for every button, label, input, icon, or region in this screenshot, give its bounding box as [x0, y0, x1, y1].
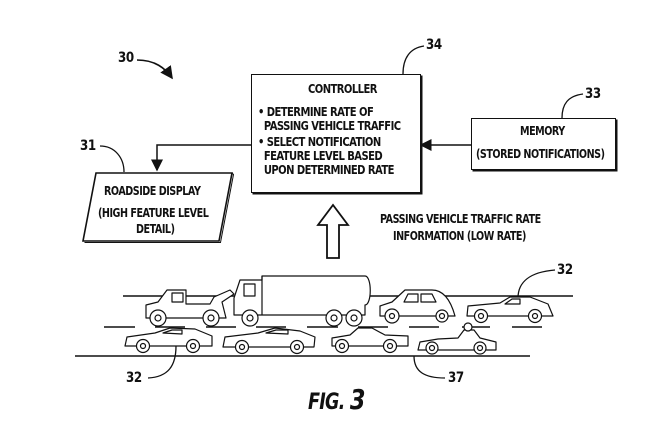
- memory-title: MEMORY: [520, 124, 565, 138]
- vehicle-ref-number-top: 32: [557, 262, 573, 278]
- road-ref-number: 37: [448, 370, 464, 386]
- system-ref-number: 30: [118, 50, 134, 66]
- controller-ref-number: 34: [426, 37, 442, 53]
- vehicle-sports-car-top: [466, 296, 554, 324]
- memory-subtitle: (STORED NOTIFICATIONS): [476, 147, 605, 161]
- display-leader-line: [99, 145, 125, 173]
- controller-box: CONTROLLER • DETERMINE RATE OF PASSING V…: [251, 74, 421, 193]
- vehicle-tow-truck: [145, 289, 235, 327]
- system-ref-arrow: [136, 59, 173, 80]
- memory-box: MEMORY (STORED NOTIFICATIONS): [471, 118, 616, 170]
- memory-leader-line: [561, 93, 584, 119]
- vehicle-vintage-car: [379, 289, 456, 324]
- vehicle-sports-car-bottom-2: [222, 327, 316, 355]
- vehicle-convertible: [331, 327, 409, 354]
- road-leader-line: [413, 355, 446, 379]
- display-subtitle-line1: (HIGH FEATURE LEVEL: [98, 206, 209, 220]
- vehicle-leader-line-top: [517, 269, 556, 299]
- display-subtitle-line2: DETAIL): [136, 222, 175, 236]
- display-ref-number: 31: [80, 138, 96, 154]
- controller-to-display-arrow: [151, 144, 251, 172]
- figure-caption: FIG. 3: [308, 383, 365, 416]
- traffic-info-line1: PASSING VEHICLE TRAFFIC RATE: [380, 212, 541, 226]
- traffic-info-line2: INFORMATION (LOW RATE): [393, 229, 526, 243]
- vehicle-race-car: [417, 322, 497, 355]
- vehicle-ref-number-bottom: 32: [126, 370, 142, 386]
- vehicle-tanker-truck: [233, 275, 371, 327]
- vehicle-leader-line-bottom: [147, 345, 177, 379]
- controller-bullet-1: • DETERMINE RATE OF PASSING VEHICLE TRAF…: [258, 104, 401, 133]
- controller-title: CONTROLLER: [308, 81, 377, 96]
- traffic-info-up-arrow: [316, 203, 350, 259]
- controller-bullet-2: • SELECT NOTIFICATION FEATURE LEVEL BASE…: [258, 134, 394, 177]
- memory-ref-number: 33: [585, 86, 601, 102]
- controller-leader-line: [402, 45, 425, 75]
- vehicle-sports-car-bottom-1: [124, 327, 213, 354]
- display-title: ROADSIDE DISPLAY: [104, 184, 201, 198]
- roadside-display-shape: [82, 172, 233, 242]
